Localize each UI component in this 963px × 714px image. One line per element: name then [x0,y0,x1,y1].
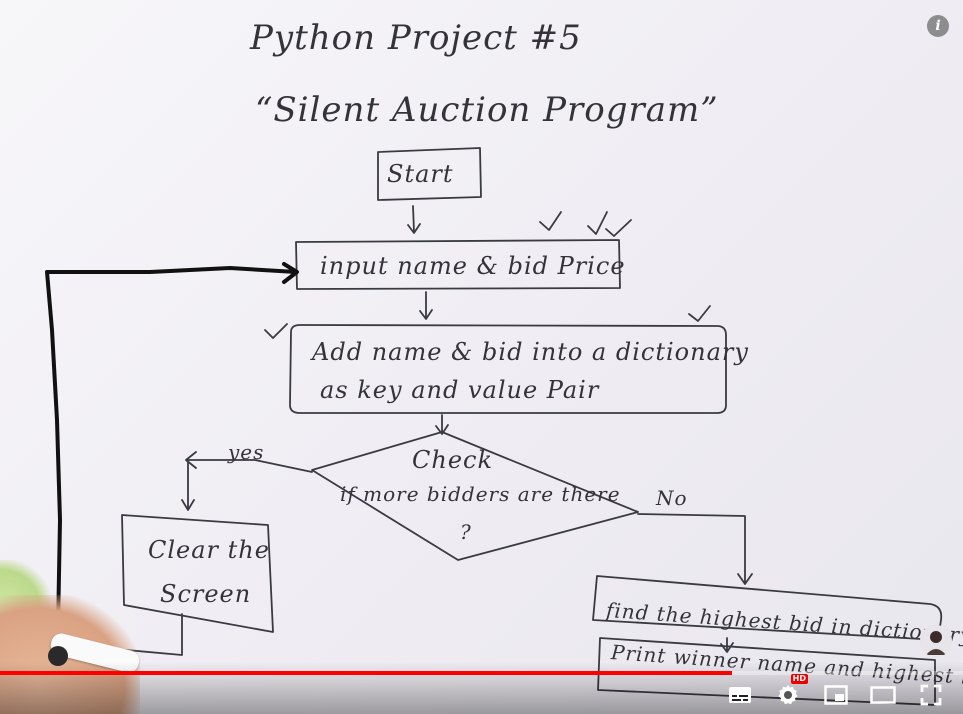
loop-back-arrow [45,262,299,630]
settings-icon [778,685,798,705]
controls-gradient [0,662,963,714]
add-box-label-line1: Add name & bid into a dictionary [312,338,749,366]
start-label: Start [387,160,454,188]
channel-avatar[interactable] [920,625,952,657]
decision-label-line1: Check [412,446,494,474]
miniplayer-icon [824,685,848,705]
clear-box-label-line2: Screen [160,580,252,608]
add-box-shape [289,324,727,414]
no-branch-line [637,513,753,585]
progress-bar-played [0,671,732,675]
decision-label-line2: if more bidders are there [340,482,621,506]
info-icon[interactable]: i [927,15,949,37]
subtitles-icon [729,687,751,703]
arrow-input-to-add [419,291,433,320]
settings-button[interactable]: HD [771,674,808,710]
tick-mark [539,211,562,231]
start-box-shape [377,147,482,201]
yes-branch-line [185,451,313,473]
board-title-line2: “Silent Auction Program” [255,90,719,130]
arrow-add-to-check [435,414,449,435]
clear-box-label-line1: Clear the [148,536,270,564]
tick-mark [605,219,632,237]
progress-bar[interactable] [0,671,963,675]
board-title-line1: Python Project #5 [250,18,582,58]
yes-label: yes [228,440,265,464]
hd-badge: HD [790,674,808,684]
tick-mark [688,305,711,322]
decision-label-line3: ? [460,520,472,544]
add-box-label-line2: as key and value Pair [320,376,600,404]
marker-cap [48,646,68,666]
decision-diamond-shape [311,431,639,561]
subtitles-button[interactable] [723,680,757,710]
theater-mode-icon [870,686,896,704]
yes-down-line [181,461,195,511]
input-box-label: input name & bid Price [320,252,626,280]
fullscreen-icon [920,684,942,706]
miniplayer-button[interactable] [819,680,853,710]
tick-mark [587,211,608,235]
clear-box-shape [121,514,274,633]
no-label: No [656,486,688,510]
theater-mode-button[interactable] [866,680,900,710]
tick-mark [264,323,288,339]
arrow-start-to-input [407,205,421,234]
fullscreen-button[interactable] [914,680,948,710]
